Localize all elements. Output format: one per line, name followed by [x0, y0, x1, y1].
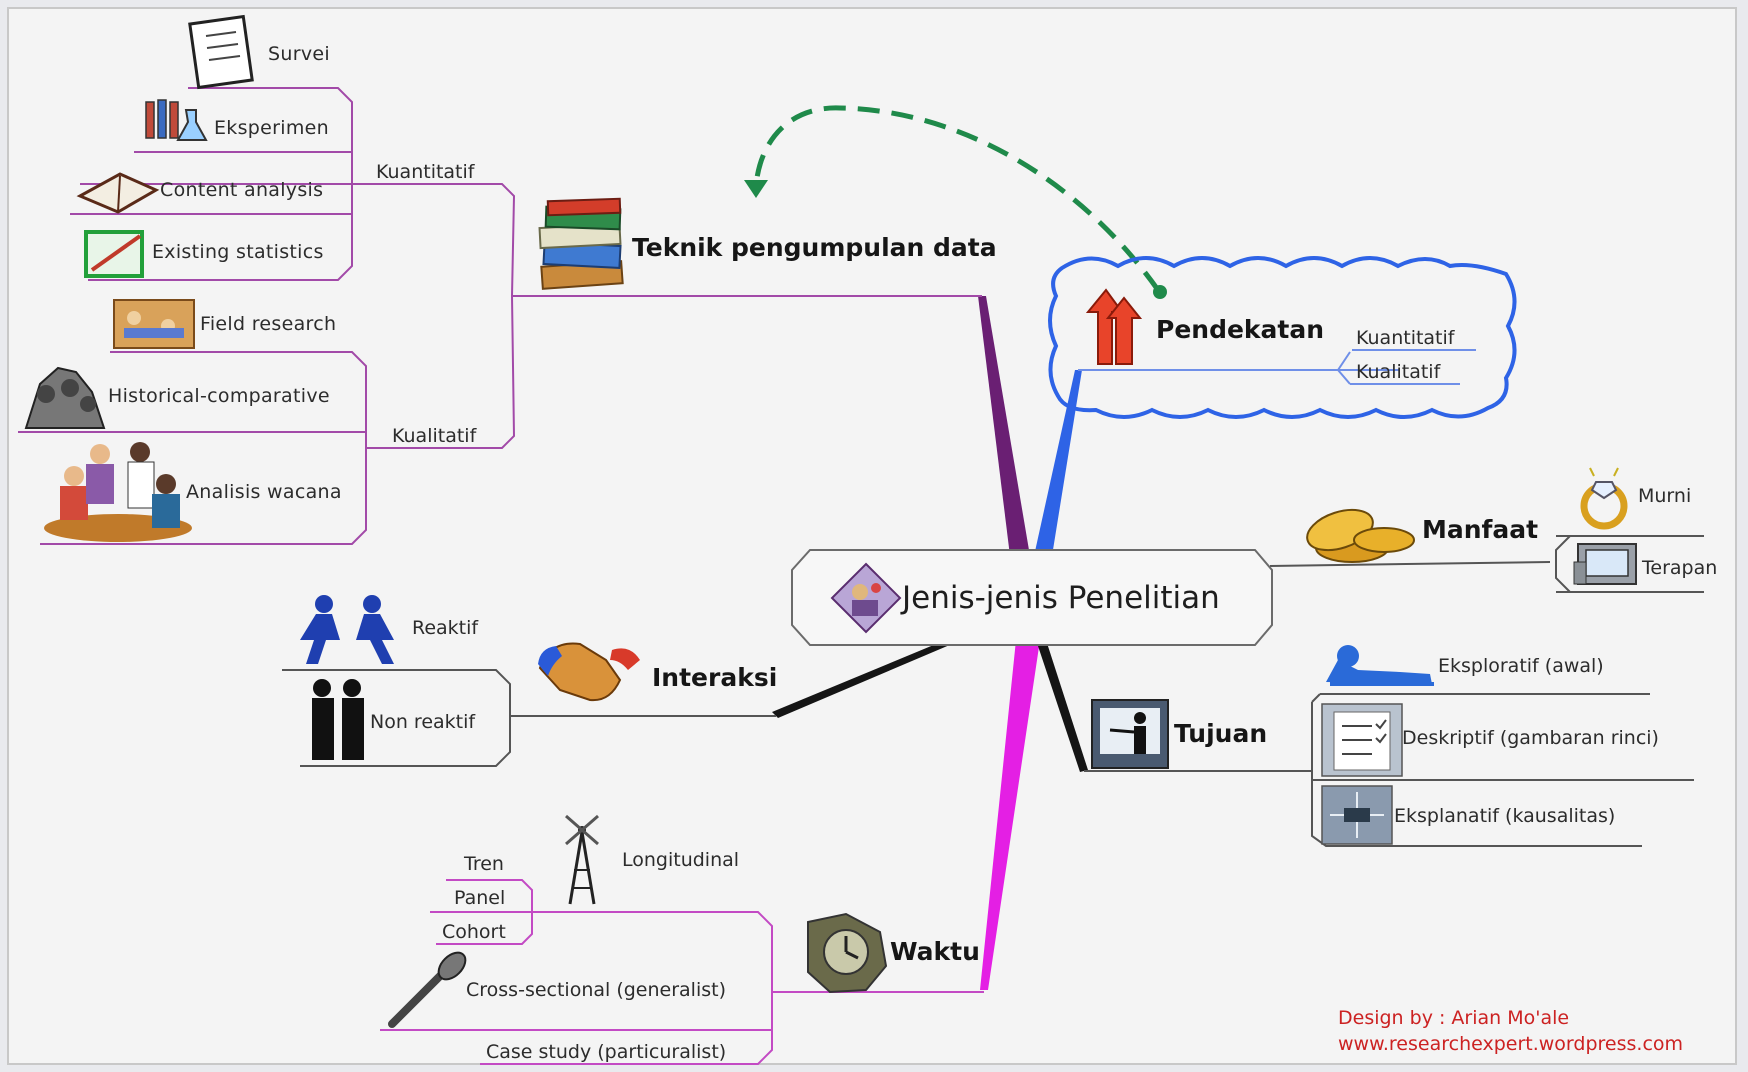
waktu-longitudinal: Longitudinal — [622, 849, 739, 871]
longitudinal-bracket — [430, 879, 533, 945]
meeting-icon — [44, 442, 192, 542]
reclining-person-icon — [1326, 645, 1434, 686]
tujuan-eksplanatif: Eksplanatif (kausalitas) — [1394, 805, 1615, 827]
waktu-tren: Tren — [463, 853, 504, 875]
tujuan-bracket — [1311, 693, 1694, 847]
clock-icon — [807, 912, 888, 994]
pendekatan-arrow — [753, 105, 1161, 292]
waktu-bracket — [480, 911, 773, 1065]
trunk-interaksi — [772, 644, 952, 718]
waktu-cross-sectional: Cross-sectional (generalist) — [466, 979, 726, 1001]
trunk-tujuan — [1036, 640, 1088, 772]
trunk-waktu — [980, 640, 1040, 990]
arrowhead — [744, 180, 768, 198]
kualitatif-label: Kualitatif — [392, 425, 478, 447]
fighting-figures-icon — [300, 595, 394, 664]
manfaat-bracket — [1555, 535, 1704, 593]
pendekatan-kuantitatif: Kuantitatif — [1356, 327, 1456, 349]
central-title: Jenis-jenis Penelitian — [900, 580, 1220, 616]
central-node — [791, 549, 1273, 646]
waktu-panel: Panel — [454, 887, 505, 909]
trunk-teknik — [978, 296, 1030, 556]
kuantitatif-label: Kuantitatif — [376, 161, 476, 183]
handshake-icon — [538, 642, 640, 702]
waktu-cohort: Cohort — [442, 921, 506, 943]
windmill-icon — [565, 814, 599, 905]
manfaat-terapan: Terapan — [1641, 557, 1717, 579]
trunk-pendekatan — [1034, 370, 1082, 556]
item-survei: Survei — [268, 43, 330, 65]
tujuan-deskriptif: Deskriptif (gambaran rinci) — [1402, 727, 1659, 749]
pendekatan-split — [1330, 351, 1351, 385]
item-existing-statistics: Existing statistics — [152, 241, 324, 263]
tujuan-eksploratif: Eksploratif (awal) — [1438, 655, 1604, 677]
open-book-icon — [76, 172, 160, 214]
arrow-anchor — [1153, 285, 1167, 299]
books-icon — [538, 197, 624, 290]
circuit-icon — [1321, 785, 1393, 845]
teacher-board-icon — [1091, 699, 1169, 769]
teknik-kualitatif-connector — [372, 295, 516, 449]
standing-figures-icon — [312, 679, 364, 760]
item-content-analysis: Content analysis — [160, 179, 323, 201]
pendekatan-icon — [1085, 288, 1143, 365]
teknik-kuantitatif-connector — [356, 183, 516, 297]
credit-line-1: Design by : Arian Mo'ale — [1338, 1007, 1569, 1029]
manfaat-title: Manfaat — [1422, 515, 1538, 544]
item-analisis-wacana: Analisis wacana — [186, 481, 342, 503]
waktu-title: Waktu — [890, 937, 980, 966]
pendekatan-kualitatif: Kualitatif — [1356, 361, 1442, 383]
pendekatan-title: Pendekatan — [1156, 315, 1324, 344]
checklist-icon — [1321, 703, 1403, 777]
waktu-case-study: Case study (particuralist) — [486, 1041, 726, 1063]
computer-icon — [1573, 543, 1637, 585]
item-eksperimen: Eksperimen — [214, 117, 329, 139]
interaksi-non-reaktif: Non reaktif — [370, 711, 476, 733]
survey-icon — [188, 14, 254, 90]
trunk-manfaat-line — [1269, 561, 1551, 567]
pendekatan-cloud — [1048, 256, 1517, 419]
item-historical-comparative: Historical-comparative — [108, 385, 330, 407]
item-field-research: Field research — [200, 313, 336, 335]
pin-icon — [388, 951, 467, 1028]
tujuan-title: Tujuan — [1174, 719, 1267, 748]
lab-flask-icon — [145, 99, 208, 141]
manfaat-murni: Murni — [1638, 485, 1691, 507]
interaksi-title: Interaksi — [652, 663, 777, 692]
field-research-icon — [113, 299, 195, 349]
ring-icon — [1580, 467, 1628, 530]
monument-icon — [24, 366, 106, 429]
interaksi-bracket — [282, 669, 511, 767]
credit-line-2: www.researchexpert.wordpress.com — [1338, 1033, 1683, 1055]
central-icon — [830, 562, 902, 634]
interaksi-reaktif: Reaktif — [412, 617, 479, 639]
teknik-title: Teknik pengumpulan data — [632, 233, 997, 262]
chart-icon — [84, 230, 144, 278]
coins-icon — [1306, 508, 1415, 563]
